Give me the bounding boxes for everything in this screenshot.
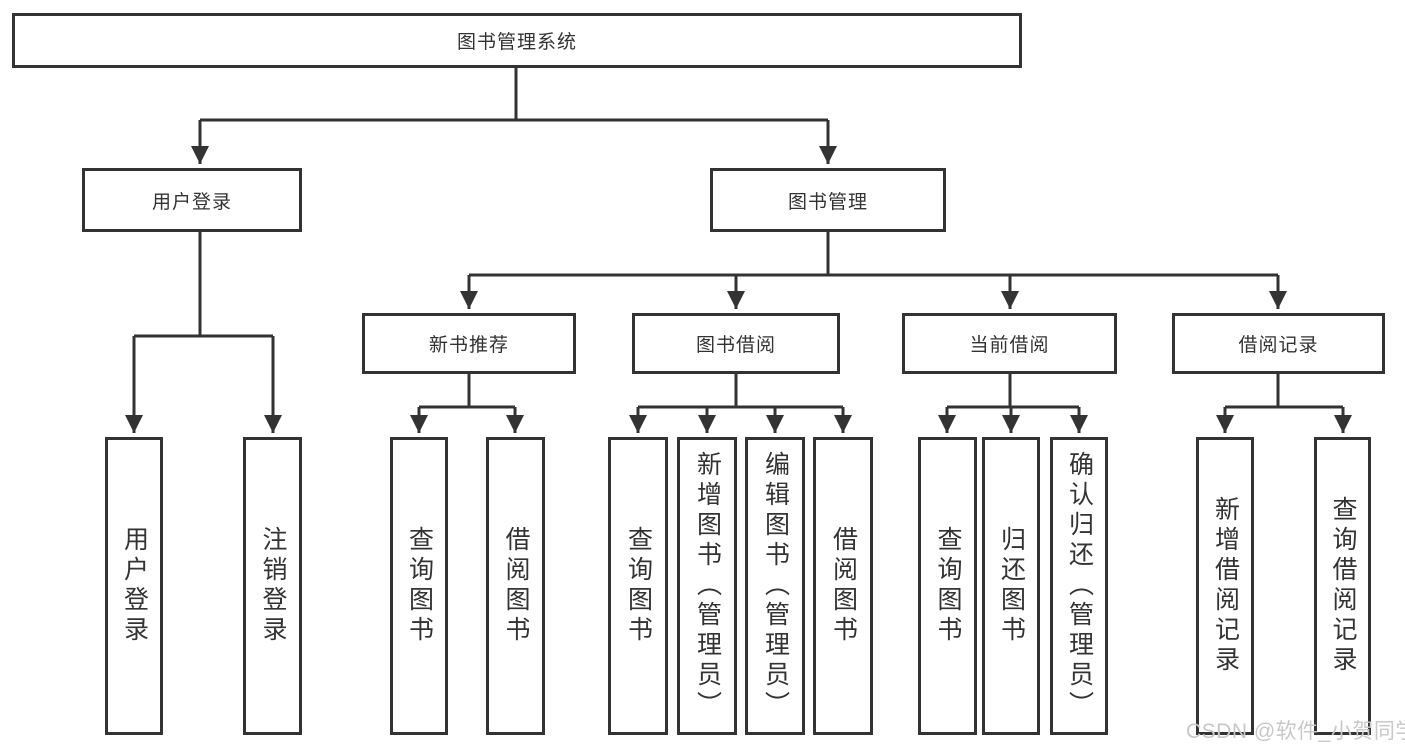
leaf-query-books-current: 查询图书 [918,437,977,735]
leaf-query-borrow-record: 查询借阅记录 [1314,437,1371,735]
node-label: 借阅图书 [502,526,530,646]
node-label: 用户登录 [120,526,149,646]
node-library-management-system: 图书管理系统 [12,13,1022,68]
node-label: 借阅图书 [829,526,858,646]
leaf-borrow-books-recommend: 借阅图书 [486,437,545,735]
leaf-return-books: 归还图书 [982,437,1040,735]
leaf-add-book-admin: 新增图书（管理员） [677,437,737,735]
node-label: 确认归还（管理员） [1065,451,1094,721]
node-label: 新增借阅记录 [1211,496,1240,676]
node-label: 当前借阅 [969,335,1050,356]
node-label: 注销登录 [259,526,287,646]
node-label: 新书推荐 [428,335,509,356]
node-borrowing-records: 借阅记录 [1172,313,1385,374]
node-label: 查询图书 [405,526,434,646]
node-label: 归还图书 [997,526,1026,646]
leaf-query-books-recommend: 查询图书 [390,437,448,735]
csdn-watermark: CSDN @软件_小贺同学 [1186,720,1405,743]
node-label: 查询图书 [934,526,962,646]
node-book-borrowing: 图书借阅 [632,313,840,374]
leaf-borrow-books: 借阅图书 [813,437,873,735]
leaf-confirm-return-admin: 确认归还（管理员） [1050,437,1108,735]
node-label: 图书管理系统 [456,32,577,53]
node-label: 新增图书（管理员） [693,451,722,721]
node-label: 图书借阅 [695,335,776,356]
node-book-management: 图书管理 [710,168,946,232]
node-label: 查询图书 [624,526,653,646]
node-new-book-recommendation: 新书推荐 [362,313,576,374]
leaf-add-borrow-record: 新增借阅记录 [1196,437,1254,735]
leaf-query-books-borrow: 查询图书 [608,437,668,735]
node-label: 图书管理 [787,191,868,213]
node-current-borrowing: 当前借阅 [902,313,1117,374]
node-label: 编辑图书（管理员） [761,451,790,721]
leaf-logout: 注销登录 [243,437,302,735]
leaf-user-login: 用户登录 [105,437,163,735]
node-label: 查询借阅记录 [1329,496,1357,676]
leaf-edit-book-admin: 编辑图书（管理员） [745,437,805,735]
node-label: 借阅记录 [1238,335,1319,356]
node-label: 用户登录 [151,191,232,213]
node-user-login: 用户登录 [82,168,302,232]
